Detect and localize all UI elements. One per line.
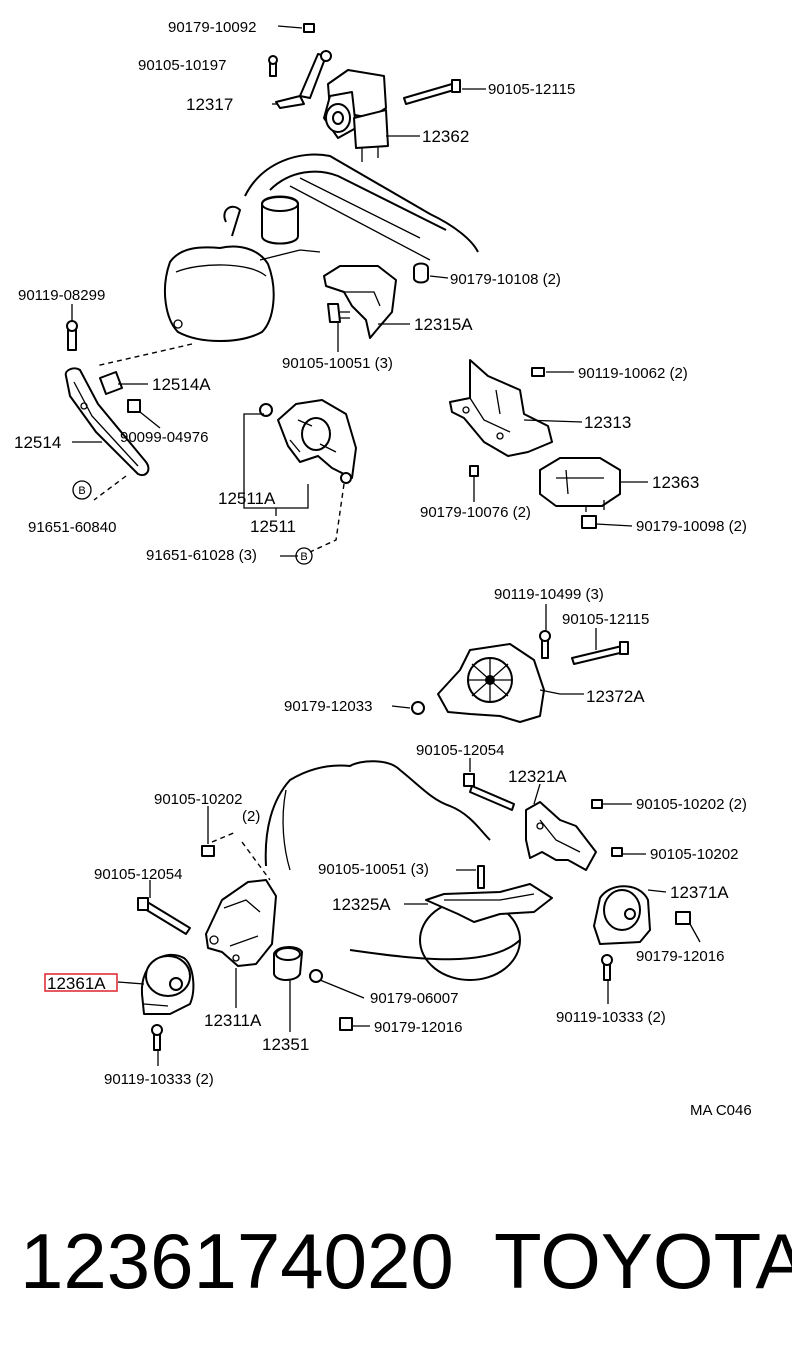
label-90119-10333-right: 90119-10333 (2) [556,1009,666,1026]
label-90105-12115-top: 90105-12115 [488,81,575,98]
label-91651-61028: 91651-61028 (3) [146,547,257,564]
label-90105-12054-top: 90105-12054 [416,742,504,759]
label-12313: 12313 [584,413,631,432]
label-12362: 12362 [422,127,469,146]
label-12351: 12351 [262,1035,309,1054]
diagram-ref-mark: MA C046 [690,1102,752,1119]
label-90105-10051-top: 90105-10051 (3) [282,355,393,372]
label-90179-10108: 90179-10108 (2) [450,271,561,288]
mount-12511 [259,399,357,553]
bracket-12313 [449,359,553,477]
label-12511A: 12511A [218,489,276,508]
highlight-box-12361A [44,973,118,992]
bracket-12325A [425,865,553,923]
mount-12372A [411,630,629,723]
label-90179-06007: 90179-06007 [370,990,458,1007]
bracket-12321A [463,773,623,871]
label-90105-10202-right: 90105-10202 [650,846,738,863]
label-90179-10098: 90179-10098 (2) [636,518,747,535]
bracket-12311A [137,831,353,1031]
leader-lines [71,25,701,1066]
label-12511: 12511 [250,517,296,536]
label-12371A: 12371A [670,883,729,902]
label-12363: 12363 [652,473,699,492]
mount-12361A [140,953,195,1051]
label-90099-04976: 90099-04976 [120,429,208,446]
label-12317: 12317 [186,95,233,114]
label-12311A: 12311A [204,1011,262,1030]
label-12372A: 12372A [586,687,645,706]
footer-brand: TOYOTA [494,1217,792,1305]
label-90179-10076: 90179-10076 (2) [420,504,531,521]
mount-12371A [593,885,691,981]
bracket-12514 [64,320,150,501]
label-12325A: 12325A [332,895,391,914]
label-12514A: 12514A [152,375,211,394]
label-90105-10202-right2: 90105-10202 (2) [636,796,747,813]
label-90105-10202-left: 90105-10202 [154,791,242,808]
bolt-B1-letter: B [78,485,85,497]
label-90179-12033: 90179-12033 [284,698,372,715]
label-12361A[interactable]: 12361A [47,974,106,993]
label-12321A: 12321A [508,767,567,786]
label-90119-10499: 90119-10499 (3) [494,586,604,603]
footer-part-number: 1236174020 [20,1217,454,1305]
label-90179-12016-right: 90179-12016 [636,948,724,965]
engine-outline-top [95,153,479,367]
label-90105-12115-mid: 90105-12115 [562,611,649,628]
label-90179-12016-bot: 90179-12016 [374,1019,462,1036]
label-90119-08299: 90119-08299 [18,287,105,304]
label-90119-10333-left: 90119-10333 (2) [104,1071,214,1088]
label-90105-10197: 90105-10197 [138,57,226,74]
bolt-B2-marker [295,547,313,565]
mount-12363 [539,457,621,529]
mount-12362-group [268,23,461,162]
label-90105-12054-left: 90105-12054 [94,866,182,883]
label-90105-10051-bot: 90105-10051 (3) [318,861,429,878]
label-12315A: 12315A [414,315,473,334]
label-91651-60840: 91651-60840 [28,519,116,536]
label-90179-10092: 90179-10092 [168,19,256,36]
bracket-12315A [323,262,429,339]
bolt-B2-letter: B [300,551,307,563]
label-90119-10062: 90119-10062 (2) [578,365,688,382]
label-90105-10202-left-qty: (2) [242,808,260,825]
label-12514: 12514 [14,433,61,452]
